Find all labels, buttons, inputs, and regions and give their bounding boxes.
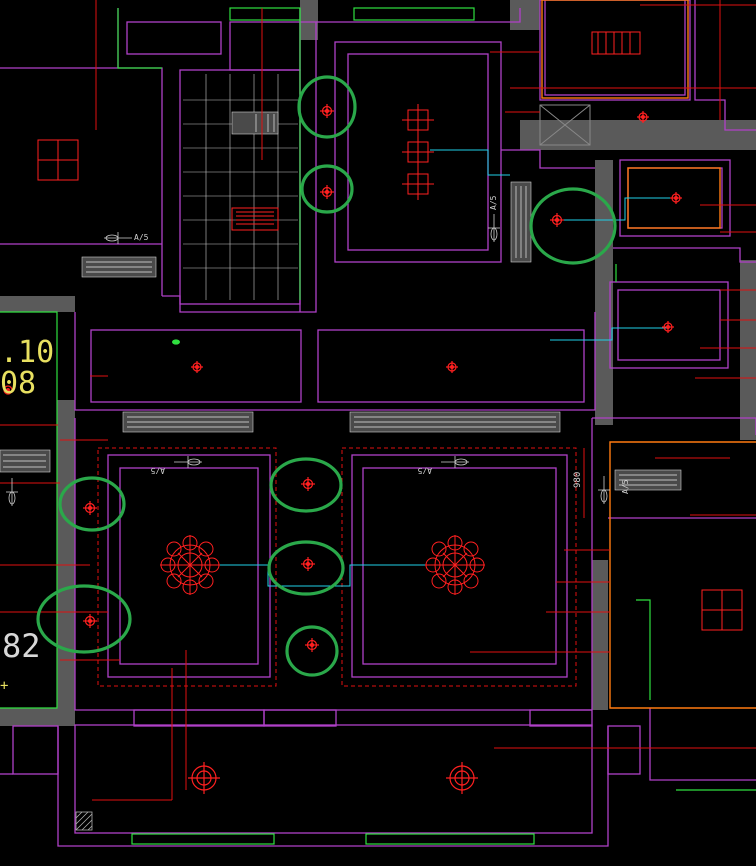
wiring-runs — [190, 149, 676, 587]
plus-mark: + — [0, 678, 8, 694]
dimension-label-82: 82 — [2, 627, 41, 665]
pendant-light-icon — [188, 762, 478, 794]
highlight-ring-icon — [36, 75, 617, 677]
dimension-label-08: 08 — [0, 366, 36, 401]
vent-tag: A/5 — [489, 195, 498, 210]
dimension-label-10: .10 — [0, 335, 54, 370]
vent-tag: A/5 — [150, 466, 165, 475]
wall-fills — [0, 0, 756, 726]
air-vent-diffuser-icon — [6, 214, 610, 506]
bathroom-tile-grid — [183, 74, 298, 300]
hatch-corner — [75, 811, 93, 831]
leader-lines — [0, 0, 756, 801]
square-light-fixtures — [37, 104, 743, 631]
ceiling-downlight-icon — [3, 104, 682, 652]
chandelier-icon — [160, 535, 485, 595]
dimension-label-980: 980 — [573, 472, 583, 488]
ceiling-recess-outlines — [97, 447, 577, 687]
exhaust-fan-icon — [231, 31, 641, 231]
vent-tag: A/5 — [417, 466, 432, 475]
cabinet-outlines — [541, 0, 756, 709]
vent-tag: A/5 — [621, 479, 630, 494]
smoke-detector-icon — [172, 339, 180, 345]
vent-tag: A/5 — [134, 233, 149, 242]
window-lines — [0, 7, 756, 845]
grille-hatch-lines — [3, 114, 677, 486]
